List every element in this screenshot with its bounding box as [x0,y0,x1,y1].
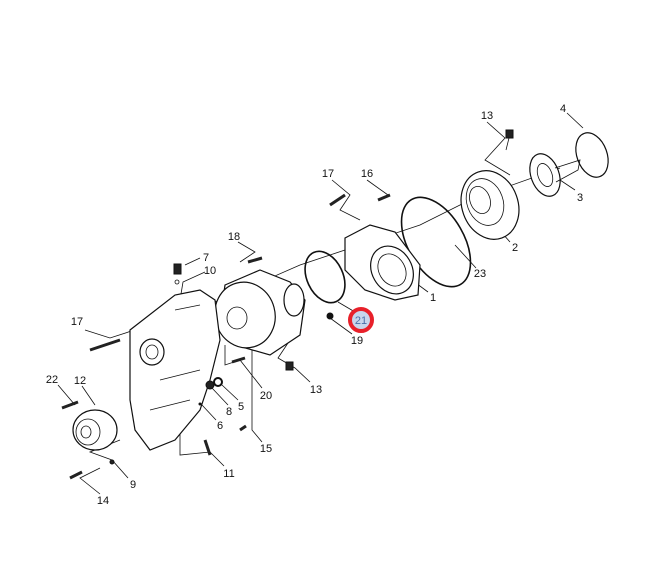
part-bolt-13-top [505,129,514,151]
callout-10: 10 [204,265,216,277]
callout-3: 3 [577,192,583,204]
callout-1: 1 [430,292,436,304]
callout-18: 18 [228,231,240,243]
callout-19: 19 [351,335,363,347]
callout-15: 15 [260,443,272,455]
part-retaining-ring-4 [575,132,609,178]
callout-8: 8 [226,406,232,418]
callout-5: 5 [238,401,244,413]
leader-lines [57,112,584,495]
callout-11: 11 [223,468,234,480]
callout-14: 14 [97,495,109,507]
callout-23: 23 [474,268,486,280]
callout-6: 6 [217,420,223,432]
part-ball-19 [326,312,334,320]
callout-22: 22 [46,374,58,386]
callout-labels: 13 4 3 17 16 2 18 710 23 1 21 19 17 13 20 22 12 586 15 11 9 1… [46,103,583,507]
callout-12: 12 [74,375,86,387]
part-transfer-case-housing [89,263,247,456]
callout-17: 17 [322,168,334,180]
callout-21: 21 [355,315,367,327]
callout-13: 13 [310,384,322,396]
callout-13: 13 [481,110,493,122]
part-pump-assembly [214,256,306,371]
callout-16: 16 [361,168,373,180]
part-cover-1 [344,224,421,301]
callout-2: 2 [512,242,518,254]
callout-20: 20 [260,390,272,402]
callout-17: 17 [71,316,83,328]
part-housing-2 [460,170,520,240]
part-sprocket-12 [61,400,118,480]
callout-9: 9 [130,479,136,491]
callout-7: 7 [203,252,209,264]
part-bearing-3 [529,153,581,197]
callout-4: 4 [560,103,566,115]
part-oring-21 [304,250,346,304]
part-bolts-17-16 [329,193,391,207]
highlight-ring [348,307,374,333]
